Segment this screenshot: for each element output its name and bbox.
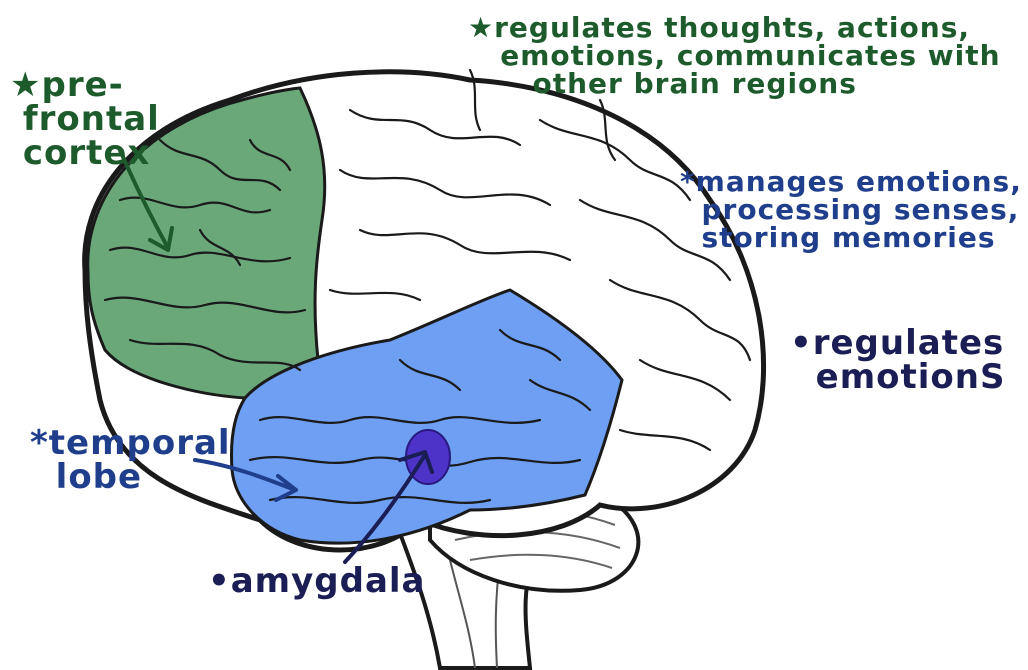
amygdala-description: •regulates emotionS (790, 326, 1005, 394)
prefrontal-description: ★regulates thoughts, actions, emotions, … (468, 14, 1001, 98)
prefrontal-label: ★pre- frontal cortex (10, 68, 160, 170)
amygdala-label: •amygdala (208, 564, 425, 598)
temporal-lobe-label: *temporal lobe (30, 426, 231, 494)
temporal-lobe-description: *manages emotions, processing senses, st… (680, 168, 1022, 252)
